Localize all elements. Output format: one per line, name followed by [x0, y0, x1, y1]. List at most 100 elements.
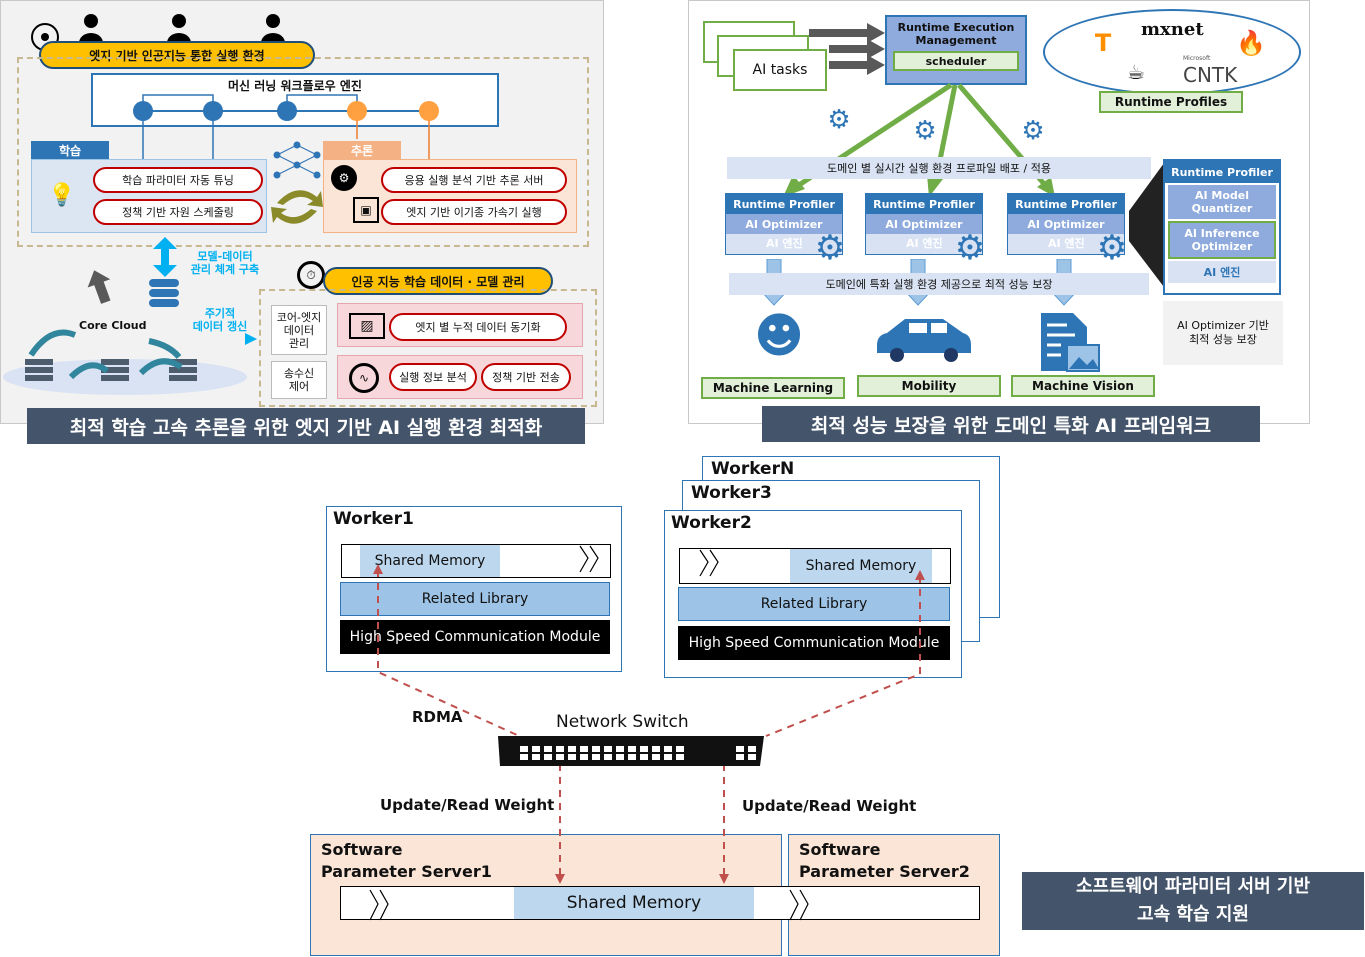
scheduler-label: scheduler [893, 51, 1019, 71]
optimizer-note: AI Optimizer 기반 최적 성능 보장 [1163, 301, 1283, 365]
integrated-env-box [17, 57, 589, 247]
inference-tag: 추론 [323, 141, 401, 159]
cntk-logo: CNTK [1183, 63, 1238, 87]
coffee-gear-icon: ⚙ [913, 116, 937, 146]
flame-gear-icon: ⚙ [1021, 116, 1045, 146]
worker-3-title: Worker3 [691, 483, 772, 503]
periodic-update-label: 주기적 데이터 갱신 [192, 307, 248, 333]
profiler-mob-engine: AI 엔진 [866, 234, 982, 254]
document-image-icon [1041, 313, 1100, 372]
profiler-vis-optimizer: AI Optimizer [1008, 214, 1124, 234]
worker-2-shared-memory: Shared Memory [790, 549, 932, 583]
caption-edge-ai: 최적 학습 고속 추론을 위한 엣지 기반 AI 실행 환경 최적화 [27, 408, 585, 444]
mgmt-item-analysis: 실행 정보 분석 [389, 363, 477, 391]
rdma-links [369, 545, 925, 921]
network-switch-label: Network Switch [556, 712, 689, 732]
detail-engine: AI 엔진 [1168, 261, 1276, 283]
profiler-mob-optimizer: AI Optimizer [866, 214, 982, 234]
mgmt-item-policy: 정책 기반 전송 [481, 363, 571, 391]
brain-gear-icon: ⚙ [331, 165, 357, 191]
update-read-left: Update/Read Weight [380, 796, 555, 814]
detail-quantizer: AI Model Quantizer [1168, 185, 1276, 219]
core-cloud-label: Core Cloud [79, 319, 147, 332]
detail-head: Runtime Profiler [1165, 161, 1279, 183]
update-read-right: Update/Read Weight [742, 797, 917, 815]
rem-title: Runtime Execution Management [897, 21, 1015, 47]
domain-mobility: Mobility [857, 375, 1001, 397]
workflow-nodes [133, 94, 439, 161]
caption-param-server: 소프트웨어 파라미터 서버 기반 고속 학습 지원 [1022, 872, 1364, 930]
timer-icon: ⏱ [297, 261, 325, 289]
profiler-ml-head: Runtime Profiler [726, 194, 842, 214]
server-shared-memory: Shared Memory [514, 887, 754, 919]
microsoft-label: Microsoft [1183, 55, 1211, 62]
coffee-icon: ☕ [1127, 60, 1145, 84]
detail-inference-optimizer: AI Inference Optimizer [1168, 221, 1276, 259]
worker-1-shared-memory: Shared Memory [360, 545, 500, 577]
image-gallery-icon: ▨ [349, 313, 385, 339]
worker-n-title: WorkerN [711, 459, 795, 479]
server-2-title: Software Parameter Server2 [799, 840, 970, 881]
flame-icon: 🔥 [1236, 29, 1266, 57]
inference-item-2: 엣지 기반 이기종 가속기 실행 [381, 199, 567, 225]
mgmt-item-sync: 엣지 별 누적 데이터 동기화 [389, 313, 567, 341]
edge-ai-panel: 엣지 기반 인공지능 통합 실행 환경 머신 러닝 워크플로우 엔진 학습 💡 … [0, 0, 604, 424]
domain-machine-vision: Machine Vision [1011, 375, 1155, 397]
model-data-label: 모델-데이터 관리 체계 구축 [190, 250, 260, 276]
learning-item-1: 학습 파라미터 자동 튜닝 [93, 167, 263, 193]
deploy-band: 도메인 별 실시간 실행 환경 프로파일 배포 / 적용 [727, 157, 1151, 179]
profiler-mob-head: Runtime Profiler [866, 194, 982, 214]
mxnet-logo: mxnet [1141, 19, 1204, 40]
workflow-title: 머신 러닝 워크플로우 엔진 [228, 78, 362, 93]
profiler-ml-optimizer: AI Optimizer [726, 214, 842, 234]
inference-item-1: 응용 실행 분석 기반 추론 서버 [381, 167, 567, 193]
profiler-mobility: Runtime Profiler AI Optimizer AI 엔진 [865, 193, 983, 255]
zoom-wedge [1129, 159, 1167, 291]
domain-machine-learning: Machine Learning [701, 377, 845, 399]
worker-2-related-library: Related Library [678, 587, 950, 621]
tx-control-label: 송수신 제어 [271, 361, 327, 399]
car-icon [877, 319, 971, 362]
worker-2-hs-module: High Speed Communication Module [678, 626, 950, 660]
profiler-ml: Runtime Profiler AI Optimizer AI 엔진 [725, 193, 843, 255]
worker-2-title: Worker2 [671, 513, 752, 533]
performance-band: 도메인에 특화 실행 환경 제공으로 최적 성능 보장 [729, 273, 1149, 295]
domain-ai-panel: AI tasks Runtime Execution Management sc… [688, 0, 1310, 424]
gear-icon-2: ⚙ [954, 228, 986, 268]
lightbulb-icon: 💡 [48, 182, 76, 208]
runtime-exec-mgmt-box: Runtime Execution Management scheduler [885, 15, 1027, 85]
brain-head-icon: ☻ [753, 308, 805, 364]
magnifier-icon: ∿ [349, 363, 379, 393]
mgmt-box [259, 289, 597, 407]
worker-1-hs-module: High Speed Communication Module [340, 620, 610, 654]
profiler-detail: Runtime Profiler AI Model Quantizer AI I… [1163, 159, 1281, 295]
network-switch-icon [498, 736, 764, 766]
profiler-ml-engine: AI 엔진 [726, 234, 842, 254]
gear-icon-3: ⚙ [1096, 228, 1128, 268]
gear-icon: ⚙ [814, 228, 846, 268]
runtime-profiles-label: Runtime Profiles [1099, 91, 1243, 113]
bidirectional-arrow-icon [153, 237, 177, 277]
caption-domain-ai: 최적 성능 보장을 위한 도메인 특화 AI 프레임워크 [762, 406, 1260, 442]
server-1-title: Software Parameter Server1 [321, 840, 492, 881]
worker-1-title: Worker1 [333, 509, 414, 529]
tensorflow-icon: T [1094, 29, 1112, 57]
profiler-vision: Runtime Profiler AI Optimizer AI 엔진 [1007, 193, 1125, 255]
update-arrow-icon [179, 333, 257, 345]
worker-1-related-library: Related Library [340, 582, 610, 616]
learning-item-2: 정책 기반 자원 스케줄링 [93, 199, 263, 225]
edge-ai-title: 엣지 기반 인공지능 통합 실행 환경 [39, 41, 315, 69]
users-icon [31, 14, 285, 51]
profiler-vis-engine: AI 엔진 [1008, 234, 1124, 254]
tensorflow-gear-icon: ⚙ [827, 105, 851, 135]
learning-tag: 학습 [31, 141, 109, 159]
rdma-label: RDMA [412, 708, 463, 726]
chip-icon: ▣ [353, 197, 379, 223]
task-flow-arrows [809, 23, 885, 75]
core-edge-data-label: 코어-엣지 데이터 관리 [271, 305, 327, 355]
neural-network-icon [271, 141, 323, 224]
ai-tasks-card: AI tasks [733, 49, 827, 91]
profiler-vis-head: Runtime Profiler [1008, 194, 1124, 214]
core-cloud-diagram [3, 270, 247, 395]
frameworks-ellipse [1043, 9, 1301, 95]
